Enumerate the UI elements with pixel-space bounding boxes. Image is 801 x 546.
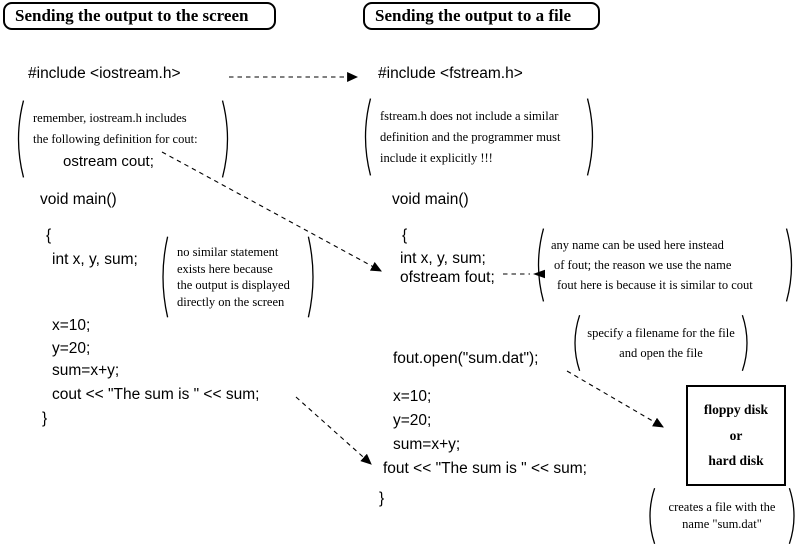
annotation-line: of fout; the reason we use the name	[554, 258, 732, 272]
right-paren-icon	[221, 99, 234, 179]
right-open-brace: {	[402, 227, 408, 244]
annotation-fstream-note: fstream.h does not include a similar def…	[359, 97, 599, 177]
right-x-assign: x=10;	[393, 388, 432, 405]
annotation-line: definition and the programmer must	[380, 129, 561, 144]
disk-box: floppy disk or hard disk	[686, 385, 786, 486]
title-screen-label: Sending the output to the screen	[15, 6, 249, 25]
right-y-assign: y=20;	[393, 412, 432, 429]
annotation-line: fstream.h does not include a similar	[380, 108, 559, 123]
left-paren-icon	[359, 97, 372, 177]
title-file-label: Sending the output to a file	[375, 6, 571, 25]
right-ofstream-decl: ofstream fout;	[400, 269, 495, 286]
annotation-line: directly on the screen	[177, 294, 285, 309]
right-include-line: #include <fstream.h>	[378, 65, 523, 82]
annotation-line: no similar statement	[177, 245, 279, 259]
annotation-line: exists here because	[177, 261, 273, 276]
left-include-line: #include <iostream.h>	[28, 65, 181, 82]
title-box-screen: Sending the output to the screen	[3, 2, 276, 30]
left-close-brace: }	[42, 410, 48, 427]
right-close-brace: }	[379, 490, 385, 507]
left-int-decl: int x, y, sum;	[52, 251, 138, 268]
annotation-line: and open the file	[619, 346, 703, 360]
annotation-line: name "sum.dat"	[682, 517, 762, 531]
left-y-assign: y=20;	[52, 340, 91, 357]
annotation-creates-file-note: creates a file with the name "sum.dat"	[644, 487, 800, 545]
disk-box-line: or	[729, 427, 743, 443]
left-void-main: void main()	[40, 191, 117, 208]
right-paren-icon	[785, 227, 798, 303]
ostream-cout-code: ostream cout;	[63, 153, 154, 170]
annotation-open-file-note: specify a filename for the file and open…	[569, 314, 753, 372]
annotation-iostream-note: remember, iostream.h includes the follow…	[12, 99, 234, 179]
left-paren-icon	[569, 314, 581, 372]
disk-box-line: floppy disk	[703, 402, 769, 418]
annotation-no-similar-note: no similar statement exists here because…	[157, 235, 319, 319]
left-paren-icon	[532, 227, 545, 303]
annotation-line: the following definition for cout:	[33, 132, 198, 146]
arrow-fout-open-to-disk	[566, 370, 664, 428]
title-box-file: Sending the output to a file	[363, 2, 600, 30]
right-fout-statement: fout << "The sum is " << sum;	[383, 460, 587, 477]
left-open-brace: {	[46, 227, 52, 244]
right-paren-icon	[586, 97, 599, 177]
disk-box-line: hard disk	[708, 452, 764, 468]
left-x-assign: x=10;	[52, 317, 91, 334]
left-paren-icon	[644, 487, 656, 545]
arrow-cout-stmt-to-fout-stmt	[295, 396, 372, 465]
right-paren-icon	[741, 314, 753, 372]
annotation-line: fout here is because it is similar to co…	[557, 278, 753, 292]
annotation-line: creates a file with the	[668, 500, 776, 514]
annotation-line: include it explicitly !!!	[380, 150, 493, 165]
annotation-any-name-note: any name can be used here instead of fou…	[532, 227, 798, 303]
left-sum-assign: sum=x+y;	[52, 362, 120, 379]
right-fout-open: fout.open("sum.dat");	[393, 350, 539, 367]
left-cout-statement: cout << "The sum is " << sum;	[52, 386, 260, 403]
right-int-decl: int x, y, sum;	[400, 250, 486, 267]
right-void-main: void main()	[392, 191, 469, 208]
annotation-line: specify a filename for the file	[587, 326, 735, 340]
right-paren-icon	[788, 487, 800, 545]
annotation-line: remember, iostream.h includes	[33, 111, 187, 125]
left-paren-icon	[157, 235, 169, 319]
right-sum-assign: sum=x+y;	[393, 436, 461, 453]
annotation-line: the output is displayed	[177, 278, 290, 292]
right-paren-icon	[307, 235, 319, 319]
annotation-line: any name can be used here instead	[551, 238, 724, 252]
left-paren-icon	[12, 99, 25, 179]
